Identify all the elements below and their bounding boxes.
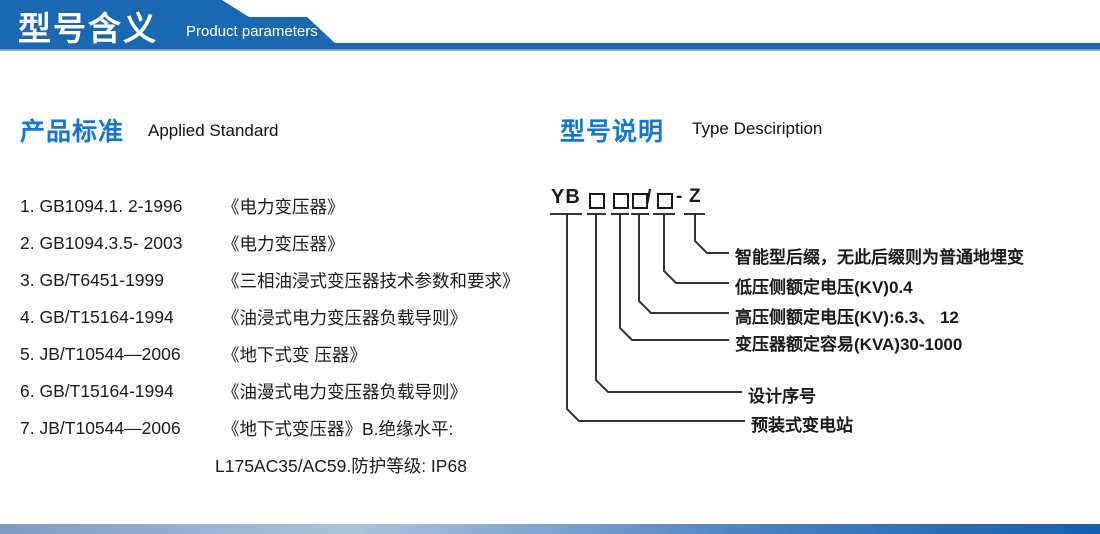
standard-title: 《地下式变 压器》 — [222, 345, 367, 365]
standard-code-text: GB1094.3.5- 2003 — [39, 233, 183, 253]
model-box — [657, 193, 673, 209]
standard-code-text: GB/T6451-1999 — [39, 270, 165, 290]
standard-code: 2. GB1094.3.5- 2003 — [20, 233, 222, 254]
diagram-label-design-serial: 设计序号 — [748, 387, 816, 406]
standard-num: 1. — [20, 196, 35, 216]
diagram-label-substation: 预装式变电站 — [751, 416, 853, 435]
standard-num: 7. — [20, 418, 35, 438]
standard-num: 6. — [20, 381, 35, 401]
model-suffix: Z — [689, 186, 701, 207]
standards-list: 1. GB1094.1. 2-1996 《电力变压器》 2. GB1094.3.… — [20, 188, 540, 484]
standard-title: 《油浸式电力变压器负载导则》 — [222, 308, 467, 328]
standard-num: 5. — [20, 344, 35, 364]
standard-code-text: GB/T15164-1994 — [39, 381, 174, 401]
standard-title: 《电力变压器》 — [222, 234, 345, 254]
standard-code: 4. GB/T15164-1994 — [20, 307, 222, 328]
model-box — [613, 193, 629, 209]
standard-title: 《地下式变压器》B.绝缘水平: — [222, 419, 454, 439]
standard-code: 7. JB/T10544—2006 — [20, 418, 222, 439]
diagram-label-smart-suffix: 智能型后缀，无此后缀则为普通地埋变 — [735, 248, 1024, 267]
standard-row: 2. GB1094.3.5- 2003 《电力变压器》 — [20, 225, 540, 262]
applied-standard-heading-en: Applied Standard — [148, 121, 279, 140]
applied-standard-heading-zh: 产品标准 — [20, 118, 125, 146]
standard-continuation: L175AC35/AC59.防护等级: IP68 — [215, 456, 467, 476]
standard-row: 4. GB/T15164-1994 《油浸式电力变压器负载导则》 — [20, 299, 540, 336]
type-description-heading-zh: 型号说明 — [560, 118, 665, 146]
standard-code: 6. GB/T15164-1994 — [20, 381, 222, 402]
model-box — [589, 193, 605, 209]
model-slash: / — [646, 187, 652, 208]
standard-code-text: JB/T10544—2006 — [39, 418, 181, 438]
diagram-label-hv-voltage: 高压侧额定电压(KV):6.3、 12 — [735, 308, 959, 327]
model-code-diagram: YB / - Z 智能型后缀，无此后缀则为普通地埋变 低压侧额定电压(KV)0.… — [545, 185, 1100, 447]
model-dash: - — [676, 186, 683, 207]
standard-code: 1. GB1094.1. 2-1996 — [20, 196, 222, 217]
standard-row: 5. JB/T10544—2006 《地下式变 压器》 — [20, 336, 540, 373]
header-divider-line-light — [0, 49, 1100, 51]
diagram-label-lv-voltage: 低压侧额定电压(KV)0.4 — [735, 278, 913, 297]
header-title-en: Product parameters — [186, 23, 318, 40]
standard-code-text: JB/T10544—2006 — [39, 344, 181, 364]
standard-num: 4. — [20, 307, 35, 327]
type-description-heading-en: Type Desciription — [692, 119, 823, 138]
standard-code: 5. JB/T10544—2006 — [20, 344, 222, 365]
standard-title: 《三相油浸式变压器技术参数和要求》 — [222, 271, 520, 291]
standard-num: 3. — [20, 270, 35, 290]
diagram-connector-lines — [550, 213, 745, 422]
standard-row: 3. GB/T6451-1999 《三相油浸式变压器技术参数和要求》 — [20, 262, 540, 299]
standard-row: 7. JB/T10544—2006 《地下式变压器》B.绝缘水平: — [20, 410, 540, 447]
header-divider-line — [0, 43, 1100, 49]
standard-row: 1. GB1094.1. 2-1996 《电力变压器》 — [20, 188, 540, 225]
header: 型号含义 Product parameters — [0, 0, 1100, 54]
bottom-gradient-bar — [0, 524, 1100, 534]
model-prefix: YB — [551, 186, 581, 208]
header-title-zh: 型号含义 — [18, 10, 158, 47]
model-box — [632, 193, 648, 209]
diagram-label-capacity: 变压器额定容易(KVA)30-1000 — [735, 335, 963, 354]
standard-title: 《油漫式电力变压器负载导则》 — [222, 382, 467, 402]
standard-row: 6. GB/T15164-1994 《油漫式电力变压器负载导则》 — [20, 373, 540, 410]
standard-code-text: GB1094.1. 2-1996 — [39, 196, 183, 216]
standard-code-text: GB/T15164-1994 — [39, 307, 174, 327]
standard-title: 《电力变压器》 — [222, 197, 345, 217]
standard-num: 2. — [20, 233, 35, 253]
standard-code: 3. GB/T6451-1999 — [20, 270, 222, 291]
